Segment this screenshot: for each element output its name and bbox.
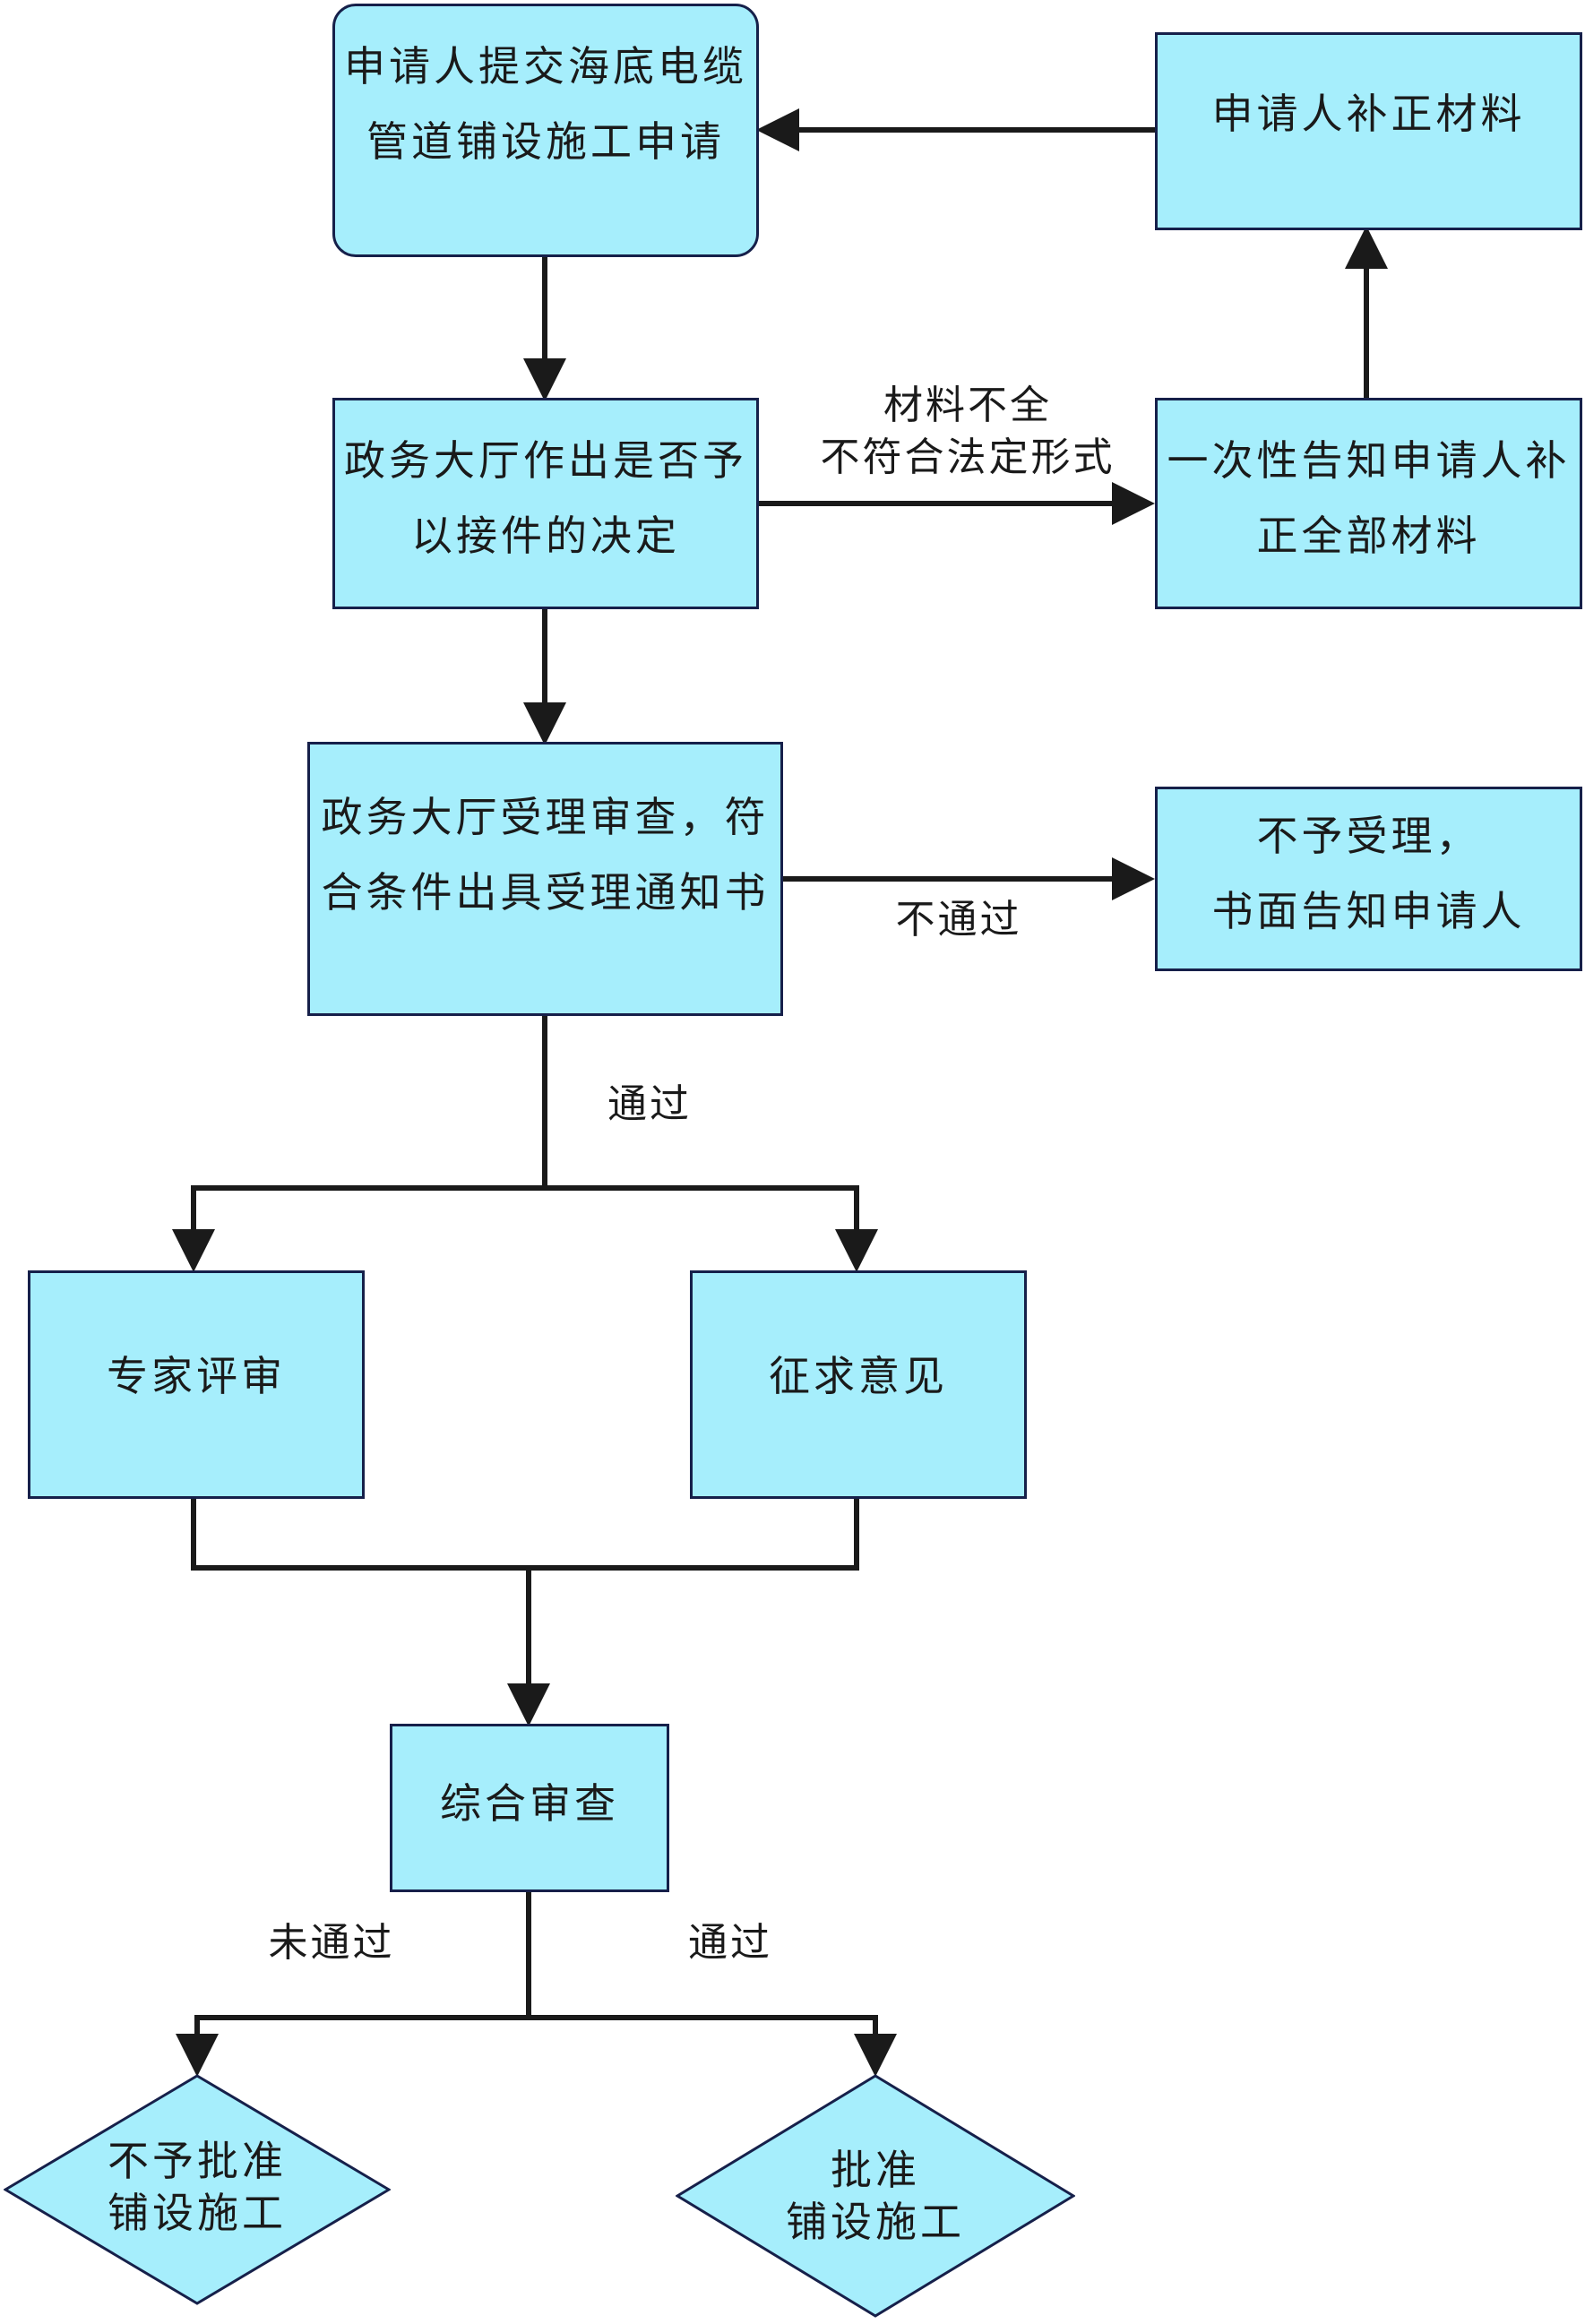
node-text: 一次性告知申请人补 正全部材料: [1167, 436, 1571, 560]
node-decide-acceptance: 政务大厅作出是否予 以接件的决定: [332, 398, 759, 609]
node-deny-construction: 不予批准 铺设施工: [3, 2074, 392, 2305]
node-notify-once: 一次性告知申请人补 正全部材料: [1155, 398, 1582, 609]
edge-label-not-pass-final: 未通过: [268, 1920, 395, 1966]
node-text: 申请人补正材料: [1211, 89, 1526, 138]
node-approve-construction: 批准 铺设施工: [675, 2074, 1076, 2318]
node-text: 不予批准 铺设施工: [108, 2137, 287, 2237]
node-supplement-materials: 申请人补正材料: [1155, 32, 1582, 230]
node-text: 综合审查: [440, 1779, 619, 1828]
node-expert-review: 专家评审: [28, 1270, 365, 1499]
node-text: 申请人提交海底电缆 管道铺设施工申请: [344, 41, 747, 166]
node-text: 政务大厅作出是否予 以接件的决定: [344, 436, 747, 560]
edge-label-not-pass: 不通过: [895, 897, 1022, 943]
node-text: 专家评审: [107, 1351, 286, 1400]
node-text: 批准 铺设施工: [786, 2146, 965, 2246]
diamond-shape: [675, 2074, 1076, 2318]
node-submit-application: 申请人提交海底电缆 管道铺设施工申请: [332, 4, 759, 257]
diamond-shape: [3, 2074, 392, 2305]
node-accept-review: 政务大厅受理审查，符 合条件出具受理通知书: [307, 742, 783, 1016]
edge-label-pass: 通过: [607, 1081, 692, 1127]
node-text: 不予受理， 书面告知申请人: [1211, 812, 1526, 935]
node-solicit-opinions: 征求意见: [690, 1270, 1027, 1499]
node-text: 征求意见: [769, 1351, 948, 1400]
node-comprehensive-review: 综合审查: [390, 1724, 669, 1892]
node-text: 政务大厅受理审查，符 合条件出具受理通知书: [321, 792, 770, 917]
edge-label-incomplete: 材料不全 不符合法定形式: [820, 383, 1116, 480]
node-reject: 不予受理， 书面告知申请人: [1155, 787, 1582, 971]
edge-label-pass-final: 通过: [688, 1920, 772, 1966]
